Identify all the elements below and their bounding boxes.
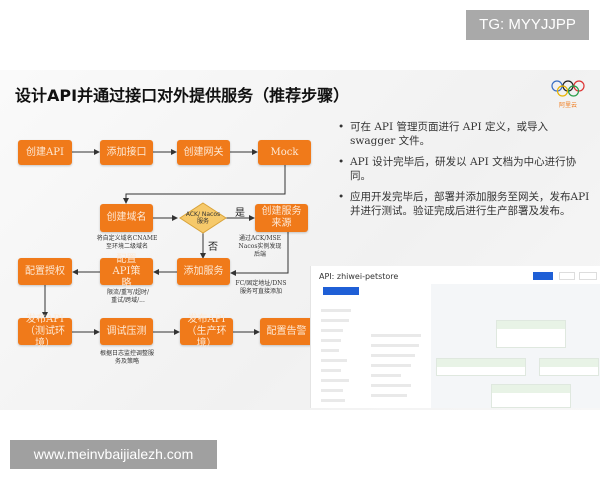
bullet-item: 应用开发完毕后，部署并添加服务至网关，发布API并进行测试。验证完成后进行生产部… — [338, 190, 592, 218]
step-add-interface: 添加接口 — [100, 140, 153, 165]
watermark-top: TG: MYYJJPP — [466, 10, 589, 40]
step-debug-stress: 调试压测 — [100, 318, 153, 345]
decision-label: ACK/ Nacos 服务 — [185, 211, 221, 225]
step-mock: Mock — [258, 140, 311, 165]
no-label: 否 — [208, 242, 218, 253]
step-add-service: 添加服务 — [177, 258, 230, 285]
olympic-aliyun-logo: 阿里云 — [548, 78, 588, 114]
step-create-gateway: 创建网关 — [177, 140, 230, 165]
api-console-screenshot: API: zhiwei-petstore — [310, 266, 600, 408]
step-config-auth: 配置授权 — [18, 258, 72, 285]
step-publish-prod: 发布API（生产环境） — [180, 314, 233, 349]
step-create-service-source: 创建服务来源 — [255, 204, 308, 232]
publish-button — [533, 272, 553, 280]
watermark-bottom: www.meinvbaijialezh.com — [10, 440, 217, 469]
decision-diamond — [179, 202, 227, 234]
step-create-domain: 创建域名 — [100, 204, 153, 232]
bullet-item: 可在 API 管理页面进行 API 定义，或导入 swagger 文件。 — [338, 120, 592, 148]
flow-connectors — [42, 149, 289, 335]
slide: 设计API并通过接口对外提供服务（推荐步骤） 阿里云 — [0, 70, 600, 410]
bullet-list: 可在 API 管理页面进行 API 定义，或导入 swagger 文件。 API… — [338, 120, 592, 225]
logo-text: 阿里云 — [559, 101, 577, 109]
note-domain: 将自定义域名CNAME至环境二级域名 — [96, 235, 158, 250]
yes-label: 是 — [235, 208, 245, 219]
note-service-source: 通过ACK/MSE Nacos实例发现后端 — [238, 235, 282, 258]
step-publish-test: 发布API（测试环境） — [18, 314, 72, 349]
slide-title: 设计API并通过接口对外提供服务（推荐步骤） — [15, 86, 350, 105]
step-config-api-policy: 配置API策略 — [100, 254, 153, 289]
step-create-api: 创建API — [18, 140, 72, 165]
note-debug: 根据日志监控调整服务及策略 — [99, 350, 154, 365]
create-api-button — [323, 287, 359, 295]
bullet-item: API 设计完毕后，研发以 API 文档为中心进行协同。 — [338, 155, 592, 183]
note-policy: 限流/重写/超时/重试/跨域/... — [106, 289, 150, 304]
step-config-alert: 配置告警 — [260, 318, 313, 345]
api-title: API: zhiwei-petstore — [319, 272, 399, 281]
note-add-service: FC/固定地址/DNS服务可直接添加 — [235, 280, 287, 295]
